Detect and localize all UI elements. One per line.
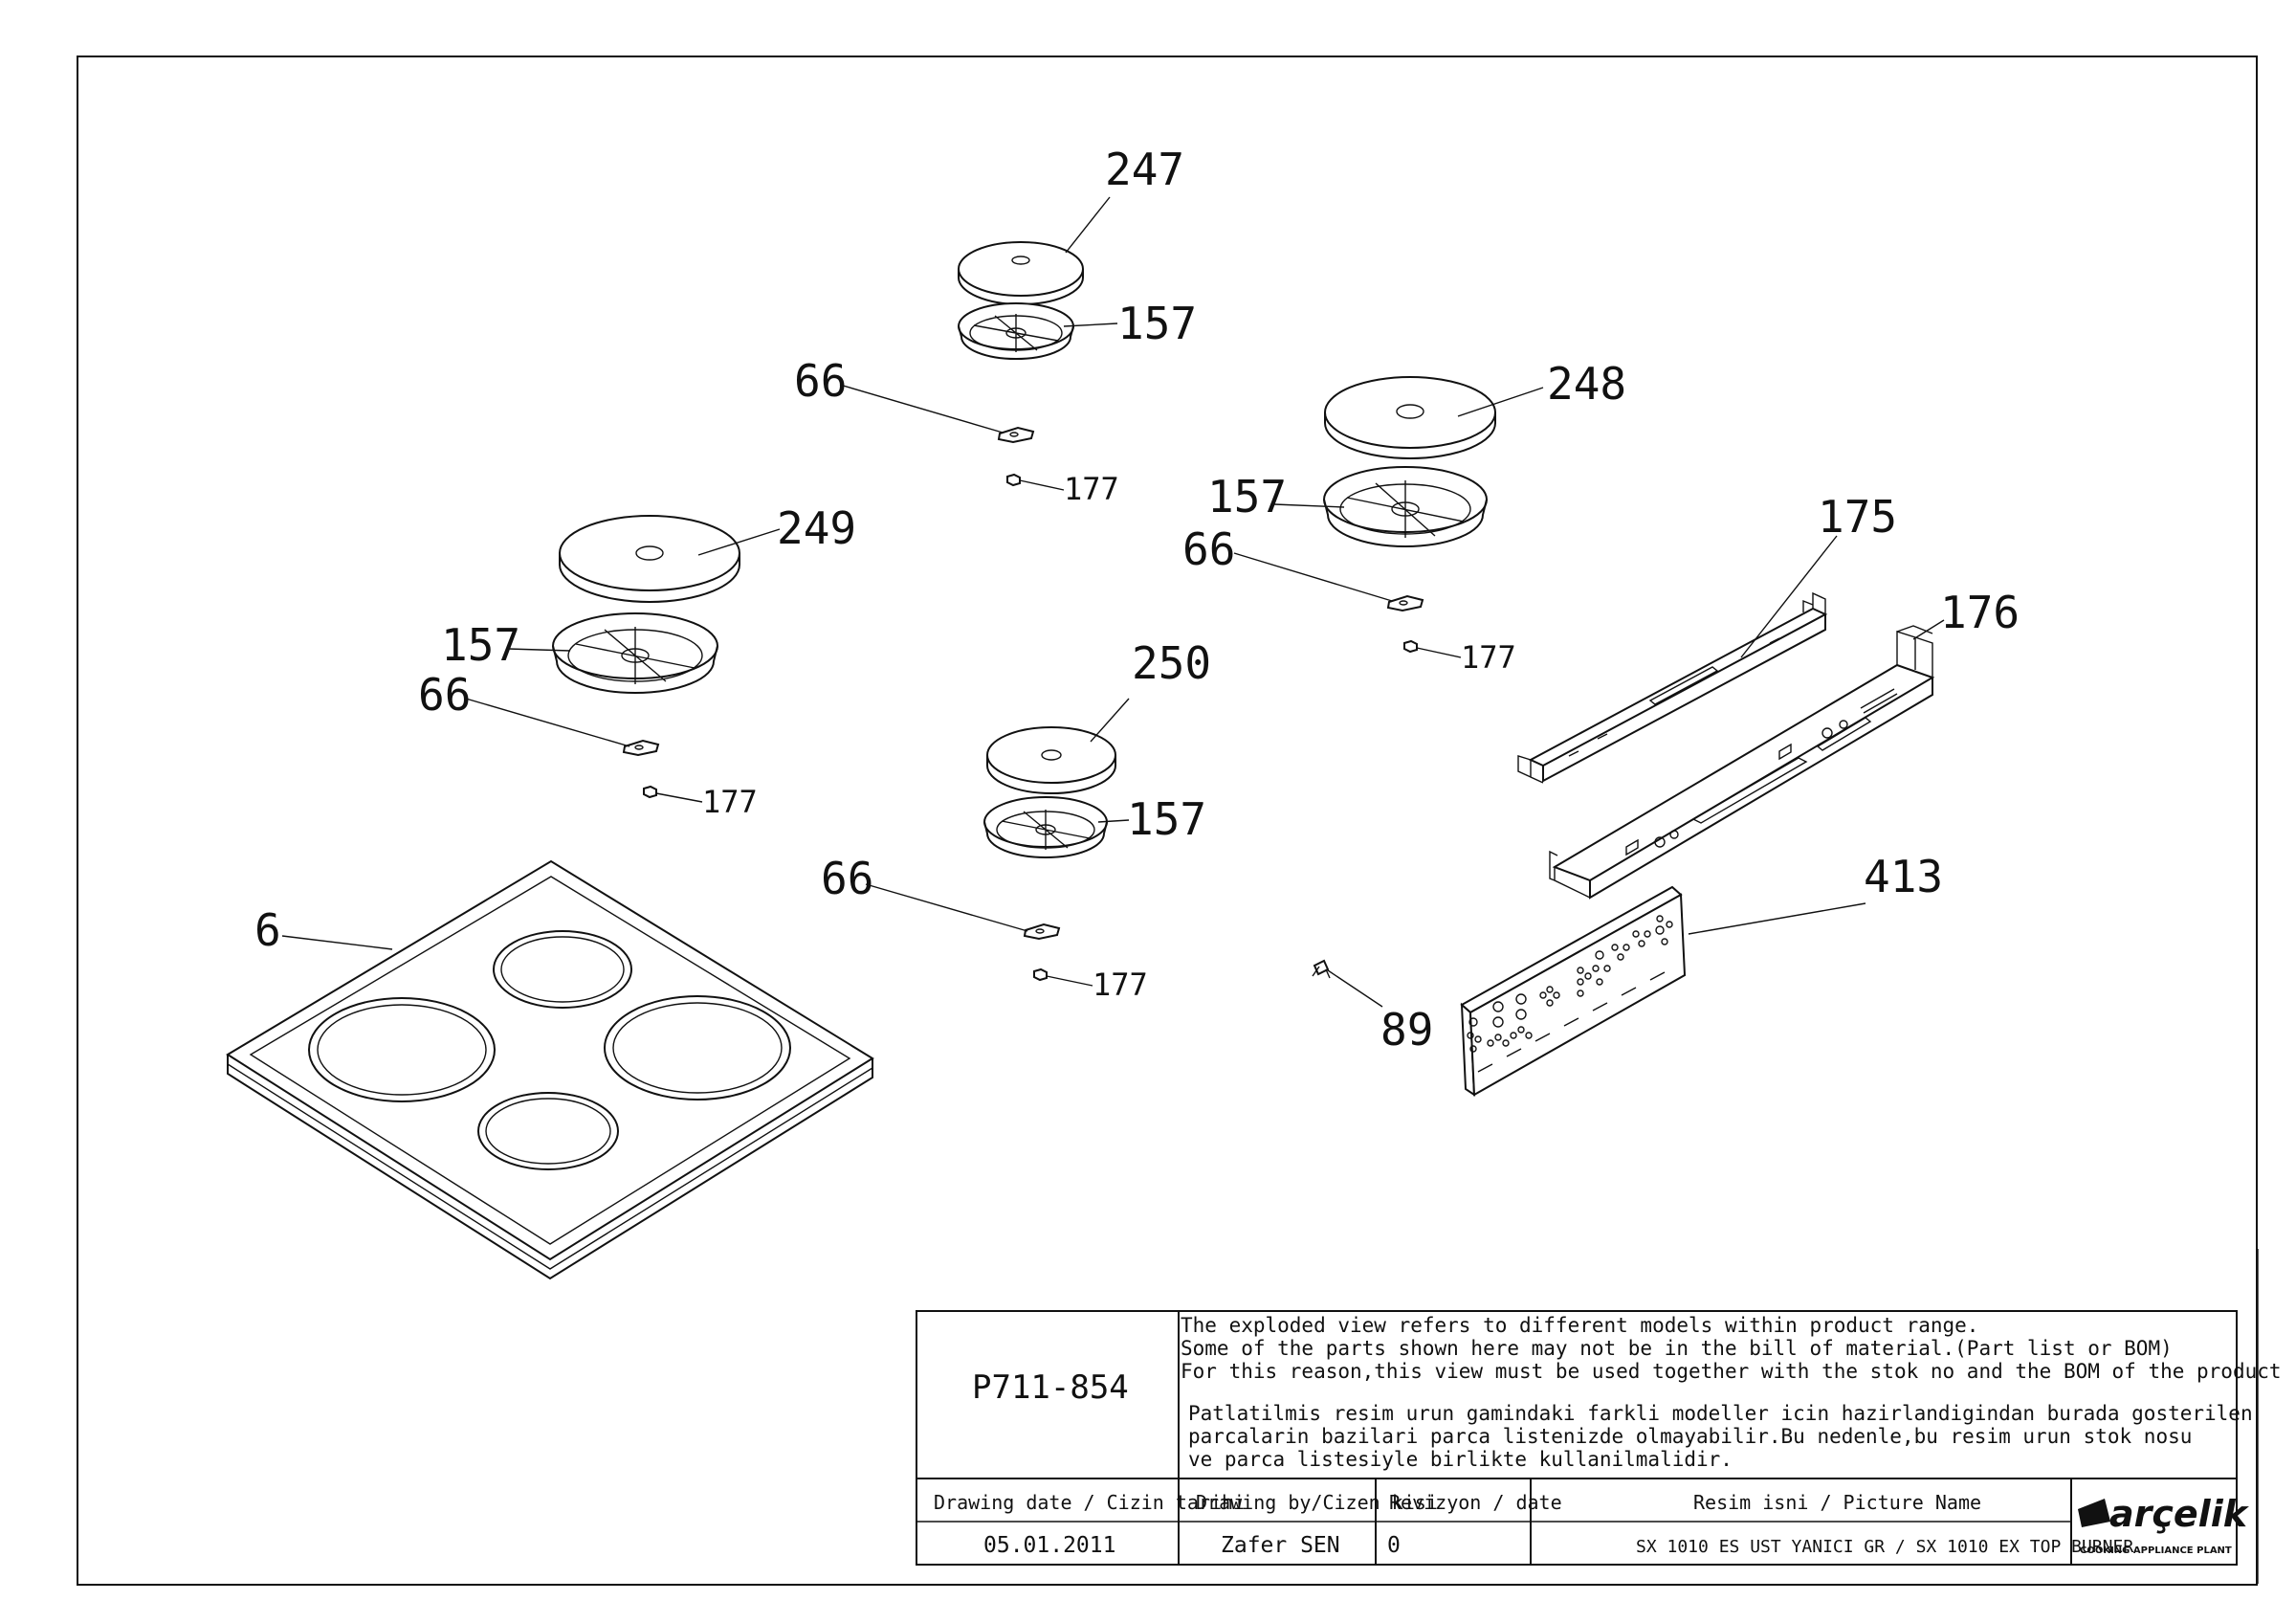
callout-157-a: 157 <box>1117 298 1197 349</box>
callout-177-b: 177 <box>1461 639 1516 676</box>
callout-249: 249 <box>777 502 856 554</box>
screw-89 <box>1312 959 1383 1008</box>
note-tr-line-2: parcalarin bazilari parca listenizde olm… <box>1188 1425 2192 1448</box>
drawing-number: P711-854 <box>972 1368 1129 1407</box>
injector-holder-66-d <box>1023 923 1061 941</box>
callout-247: 247 <box>1105 144 1184 195</box>
callout-6: 6 <box>254 904 281 956</box>
nut-177-c <box>643 785 657 799</box>
burner-cap-247 <box>958 241 1084 297</box>
value-drawn-by: Zafer SEN <box>1221 1533 1340 1558</box>
hob-glass-6 <box>226 859 874 1280</box>
callout-157-c: 157 <box>441 619 520 671</box>
burner-249-group <box>465 515 781 803</box>
callout-66-d: 66 <box>821 853 873 904</box>
header-revision: Revizyon / date <box>1389 1491 1562 1514</box>
callout-175: 175 <box>1818 491 1897 543</box>
callout-177-d: 177 <box>1093 967 1148 1003</box>
rail-176 <box>1549 619 1945 900</box>
header-drawn-by: Drawing by/Cizen kisi <box>1196 1491 1438 1514</box>
header-picture-name: Resim isni / Picture Name <box>1693 1491 1981 1514</box>
note-en-line-1: The exploded view refers to different mo… <box>1181 1314 1978 1337</box>
injector-holder-66-a <box>997 426 1035 444</box>
note-tr-line-1: Patlatilmis resim urun gamindaki farkli … <box>1188 1402 2253 1425</box>
burner-250-group <box>865 698 1130 987</box>
nut-177-d <box>1033 967 1048 982</box>
callout-89: 89 <box>1380 1004 1433 1056</box>
control-panel-413 <box>1460 885 1866 1097</box>
drawing-frame <box>77 56 2258 1586</box>
hob-zone-right <box>604 995 791 1101</box>
hob-zone-bottom <box>477 1092 619 1170</box>
injector-holder-66-b <box>1386 594 1424 612</box>
nut-177-a <box>1006 473 1021 487</box>
burner-cap-249 <box>559 515 740 591</box>
callout-157-b: 157 <box>1207 471 1287 522</box>
callout-177-c: 177 <box>702 784 758 820</box>
callout-66-c: 66 <box>418 669 471 721</box>
callout-66-b: 66 <box>1182 523 1235 575</box>
value-picture-name: SX 1010 ES UST YANICI GR / SX 1010 EX TO… <box>1636 1537 2133 1557</box>
note-tr-line-3: ve parca listesiyle birlikte kullanilmal… <box>1188 1448 1733 1471</box>
rail-175 <box>1517 535 1838 784</box>
note-en-line-2: Some of the parts shown here may not be … <box>1181 1337 2173 1360</box>
callout-176: 176 <box>1940 587 2020 638</box>
brand-tagline: COOKING APPLIANCE PLANT <box>2080 1545 2232 1556</box>
nut-177-b <box>1403 639 1418 654</box>
callout-413: 413 <box>1864 851 1943 902</box>
brand-name: arçelik <box>2109 1493 2250 1535</box>
title-block: P711-854 The exploded view refers to dif… <box>916 1249 2282 1584</box>
note-en-line-3: For this reason,this view must be used t… <box>1181 1360 2282 1383</box>
callout-177-a: 177 <box>1064 471 1119 507</box>
callout-66-a: 66 <box>794 355 847 407</box>
callout-157-d: 157 <box>1127 793 1206 845</box>
callout-250: 250 <box>1132 637 1211 689</box>
brand-logo: arçelik COOKING APPLIANCE PLANT <box>2078 1493 2250 1556</box>
hob-zone-left <box>308 997 496 1102</box>
hob-zone-top <box>493 930 632 1009</box>
value-revision: 0 <box>1387 1533 1401 1558</box>
callout-248: 248 <box>1547 358 1626 410</box>
brand-mark-icon <box>2078 1499 2110 1527</box>
injector-holder-66-c <box>622 739 660 757</box>
header-date: Drawing date / Cizin tarihi <box>934 1491 1245 1514</box>
burner-248-group <box>1233 376 1544 658</box>
part-callouts: 247 157 66 177 248 157 66 177 249 157 66… <box>254 144 2020 1056</box>
burner-247-group <box>839 196 1118 491</box>
value-date: 05.01.2011 <box>983 1533 1115 1558</box>
